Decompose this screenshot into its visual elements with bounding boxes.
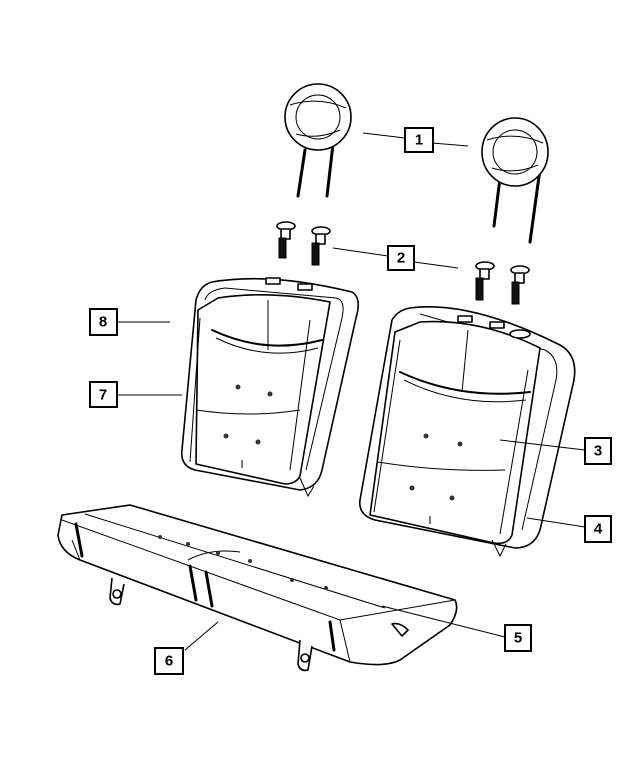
guide-sleeve-2 bbox=[311, 226, 331, 266]
callout-label-5: 5 bbox=[514, 630, 522, 647]
callout-3: 3 bbox=[584, 437, 612, 465]
seat-back-right bbox=[358, 305, 576, 558]
callout-1: 1 bbox=[404, 127, 434, 153]
guide-sleeve-4 bbox=[510, 265, 530, 305]
callout-label-8: 8 bbox=[99, 314, 107, 331]
guide-sleeves bbox=[276, 221, 530, 305]
guide-sleeve-3 bbox=[475, 261, 495, 301]
callout-8: 8 bbox=[89, 308, 118, 336]
callout-label-3: 3 bbox=[594, 443, 602, 460]
guide-sleeve-1 bbox=[276, 221, 296, 259]
seat-back-left bbox=[180, 277, 360, 498]
callout-7: 7 bbox=[89, 381, 118, 408]
callout-label-7: 7 bbox=[99, 387, 107, 404]
headrest-right bbox=[481, 117, 549, 244]
callout-6: 6 bbox=[154, 647, 184, 675]
callout-label-1: 1 bbox=[415, 132, 423, 149]
cushion-hook-right bbox=[297, 639, 313, 672]
callout-2: 2 bbox=[387, 245, 415, 271]
seat-cushion bbox=[57, 504, 458, 672]
leader-lines bbox=[117, 132, 586, 651]
callout-5: 5 bbox=[504, 624, 532, 652]
callout-label-4: 4 bbox=[594, 521, 603, 538]
cushion-hook-left bbox=[109, 577, 125, 606]
callout-4: 4 bbox=[584, 515, 612, 543]
callout-label-6: 6 bbox=[165, 653, 173, 670]
headrest-left bbox=[284, 83, 352, 198]
callout-label-2: 2 bbox=[397, 250, 405, 267]
